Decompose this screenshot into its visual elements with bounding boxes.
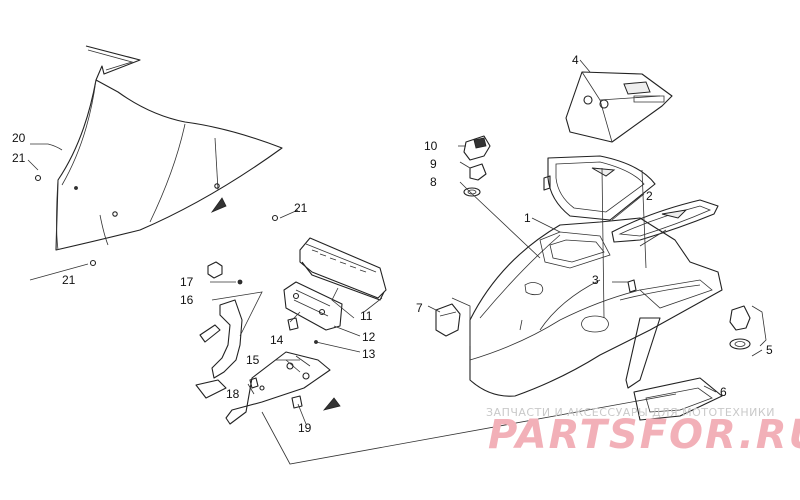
watermark-tagline: ЗАПЧАСТИ И АКСЕССУАРЫ ДЛЯ МОТОТЕХНИКИ — [486, 406, 775, 419]
callout-1: 1 — [524, 211, 531, 225]
watermark: ЗАПЧАСТИ И АКСЕССУАРЫ ДЛЯ МОТОТЕХНИКИ PA… — [486, 406, 800, 458]
windshield-fasteners — [34, 174, 279, 267]
callout-20: 20 — [12, 131, 26, 145]
mount-bracket — [195, 299, 331, 425]
callout-18: 18 — [226, 387, 240, 401]
switch-ring — [463, 187, 481, 197]
vent-trim-lower — [611, 199, 719, 243]
vent-trim-upper — [543, 155, 656, 221]
callout-8: 8 — [430, 175, 437, 189]
instrument-gauge — [299, 237, 387, 301]
callout-9: 9 — [430, 157, 437, 171]
callout-13: 13 — [362, 347, 376, 361]
callout-16: 16 — [180, 293, 194, 307]
callout-6: 6 — [720, 385, 727, 399]
arrow-marker-bracket — [322, 397, 341, 411]
switch-nut — [469, 163, 487, 181]
callout-21-right: 21 — [294, 201, 308, 215]
hood-screw — [627, 279, 637, 293]
cover-panel — [565, 71, 673, 143]
gauge-bracket — [283, 281, 343, 331]
callout-5: 5 — [766, 343, 773, 357]
windshield — [55, 45, 283, 251]
callout-4: 4 — [572, 53, 579, 67]
callout-7: 7 — [416, 301, 423, 315]
callout-3: 3 — [592, 273, 599, 287]
trim-cover — [633, 377, 723, 421]
callout-10: 10 — [424, 139, 438, 153]
ignition-switch — [435, 303, 461, 337]
hood-panel — [469, 217, 723, 397]
switch-cap — [463, 135, 491, 161]
callout-21-bottom: 21 — [62, 273, 76, 287]
callout-numbers: 1 2 3 4 5 6 7 8 9 10 11 12 13 14 15 16 1… — [12, 53, 773, 435]
gauge-screw — [287, 317, 299, 331]
accessory-plug — [729, 305, 751, 350]
callout-11: 11 — [360, 309, 373, 323]
watermark-brand: PARTSFOR.RU — [488, 412, 800, 458]
callout-12: 12 — [362, 330, 376, 344]
leader-lines — [27, 59, 767, 465]
callout-15: 15 — [246, 353, 260, 367]
callout-19: 19 — [298, 421, 312, 435]
arrow-marker-windshield — [210, 197, 227, 213]
callout-17: 17 — [180, 275, 194, 289]
callout-21-left: 21 — [12, 151, 26, 165]
callout-2: 2 — [646, 189, 653, 203]
bracket-hardware — [207, 261, 303, 409]
callout-14: 14 — [270, 333, 284, 347]
